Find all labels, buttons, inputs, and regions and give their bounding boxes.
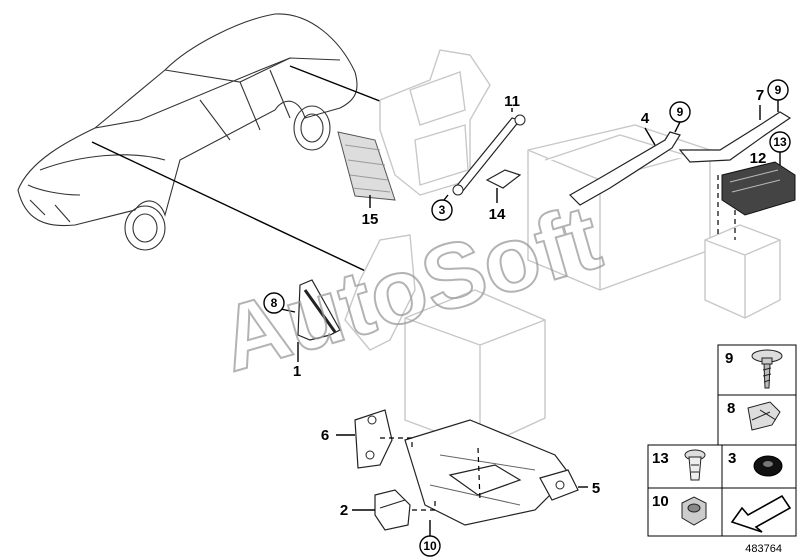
battery-tray — [404, 419, 571, 526]
callout-9-lead: 9 — [767, 79, 789, 101]
callout-15: 15 — [362, 211, 379, 228]
insulating-mat — [337, 131, 396, 201]
screw-icon — [751, 349, 783, 389]
callout-2: 2 — [340, 502, 348, 519]
distribution-box — [721, 161, 796, 216]
callout-1: 1 — [293, 363, 301, 380]
svg-text:10: 10 — [423, 539, 437, 553]
clip-part-14 — [485, 169, 522, 189]
svg-text:8: 8 — [727, 400, 735, 417]
holder-part-5 — [539, 469, 579, 501]
parts-cell-8: 8 — [727, 400, 781, 431]
direction-arrow-icon — [730, 494, 792, 533]
svg-text:9: 9 — [725, 350, 733, 367]
callout-8: 8 — [263, 292, 285, 314]
svg-text:9: 9 — [677, 105, 684, 119]
svg-text:13: 13 — [652, 450, 669, 467]
battery-small — [704, 224, 781, 319]
svg-text:4: 4 — [641, 110, 650, 127]
svg-text:3: 3 — [439, 203, 446, 217]
battery-upper — [527, 124, 711, 291]
lead-part-7 — [678, 111, 792, 163]
svg-text:6: 6 — [321, 427, 329, 444]
battery-lower — [404, 289, 546, 449]
callout-9-positive-bar: 9 — [669, 101, 691, 123]
dash-bracket-6 — [380, 437, 413, 448]
car-leader-rear — [289, 65, 391, 106]
push-rivet-icon — [684, 449, 706, 481]
side-bracket — [344, 234, 416, 351]
svg-text:1: 1 — [293, 363, 301, 380]
svg-text:14: 14 — [489, 206, 506, 223]
positive-bar — [569, 131, 681, 206]
svg-text:12: 12 — [750, 150, 767, 167]
parts-cell-10: 10 — [652, 493, 707, 526]
svg-text:13: 13 — [773, 135, 787, 149]
callout-13: 13 — [769, 131, 791, 153]
callout-12: 12 — [750, 150, 767, 167]
callout-4: 4 — [641, 110, 650, 127]
svg-text:8: 8 — [271, 296, 278, 310]
parts-cell-13: 13 — [652, 449, 706, 481]
bracket-part-6 — [354, 409, 393, 469]
clip-icon — [747, 401, 781, 431]
svg-text:11: 11 — [504, 93, 520, 110]
cable-part-1 — [297, 279, 341, 341]
dash-sensor-2 — [412, 500, 436, 511]
svg-text:7: 7 — [756, 87, 764, 104]
battery-frame — [379, 49, 491, 196]
car-illustration — [17, 13, 358, 251]
hex-nut-icon — [681, 496, 707, 526]
callout-7: 7 — [756, 87, 764, 104]
parts-cell-arrow — [730, 494, 792, 533]
svg-text:2: 2 — [340, 502, 348, 519]
svg-text:15: 15 — [362, 211, 379, 228]
svg-text:10: 10 — [652, 493, 669, 510]
callout-6: 6 — [321, 427, 329, 444]
parts-cell-9: 9 — [725, 349, 783, 389]
sensor-part-2 — [374, 489, 411, 531]
callout-5: 5 — [592, 480, 600, 497]
callout-14: 14 — [489, 206, 506, 223]
parts-cell-3: 3 — [728, 450, 783, 477]
leader-9a — [674, 121, 681, 133]
svg-text:5: 5 — [592, 480, 600, 497]
leader-4 — [644, 127, 656, 146]
callout-10: 10 — [419, 535, 441, 557]
leader-3 — [443, 194, 449, 201]
svg-text:3: 3 — [728, 450, 736, 467]
svg-text:9: 9 — [775, 83, 782, 97]
callout-3: 3 — [431, 199, 453, 221]
car-leader-front — [91, 141, 411, 293]
callout-11: 11 — [504, 93, 520, 110]
figure-number: 483764 — [745, 543, 782, 555]
rubber-grommet-icon — [753, 455, 783, 477]
battery-cable — [452, 114, 526, 196]
